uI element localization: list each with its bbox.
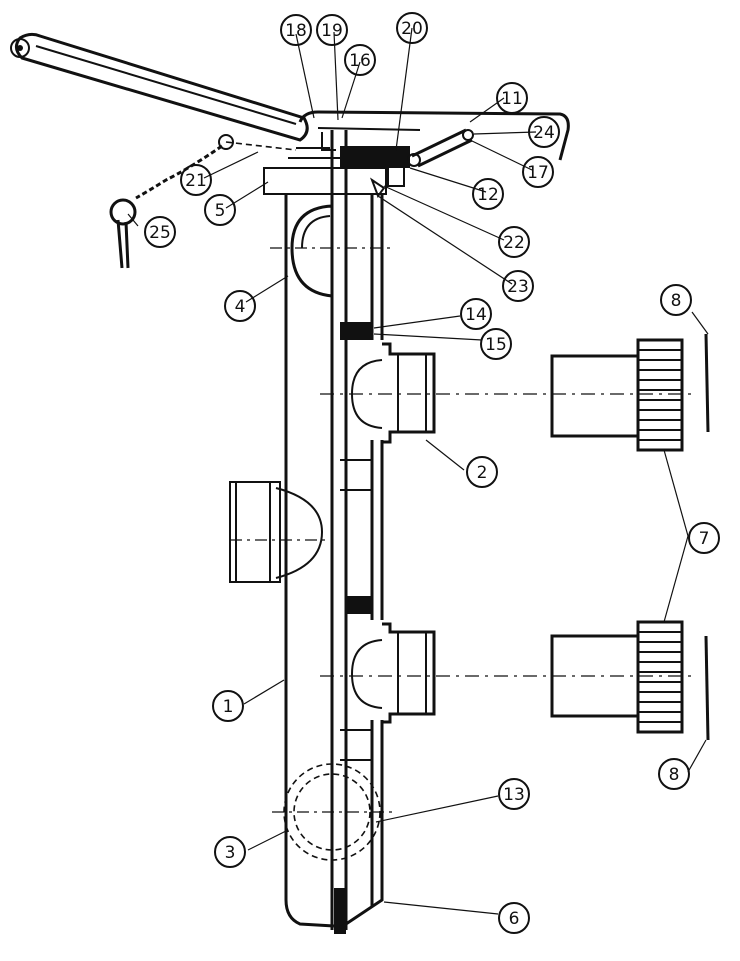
pin-ring [109, 198, 137, 226]
callout-6: 6 [498, 902, 530, 934]
callout-label-25: 25 [149, 223, 171, 243]
callout-25: 25 [144, 216, 176, 248]
right-wall [339, 194, 384, 930]
top-cover [298, 110, 570, 161]
callout-17: 17 [522, 156, 554, 188]
callout-8-top: 8 [660, 284, 692, 316]
lower-port [272, 763, 392, 861]
callout-11: 11 [496, 82, 528, 114]
callout-label-19: 19 [321, 21, 343, 41]
callout-16: 16 [344, 44, 376, 76]
callout-label-8-bottom: 8 [669, 765, 680, 785]
callout-7: 7 [688, 522, 720, 554]
lever-handle [10, 32, 309, 142]
callout-1: 1 [212, 690, 244, 722]
callout-label-1: 1 [223, 697, 234, 717]
callout-label-3: 3 [225, 843, 236, 863]
callout-label-5: 5 [215, 201, 226, 221]
washers [704, 333, 710, 741]
central-shaft [330, 130, 348, 934]
callout-19: 19 [316, 14, 348, 46]
callout-label-21: 21 [185, 171, 207, 191]
callout-label-20: 20 [401, 19, 423, 39]
gear-block [340, 146, 410, 168]
collar-part-5 [263, 167, 387, 195]
callout-5: 5 [204, 194, 236, 226]
outlet-lower [320, 622, 694, 724]
callout-12: 12 [472, 178, 504, 210]
callout-label-6: 6 [509, 909, 520, 929]
callout-label-7: 7 [699, 529, 710, 549]
callout-2: 2 [466, 456, 498, 488]
callout-label-13: 13 [503, 785, 525, 805]
main-body [229, 194, 335, 928]
callout-label-4: 4 [235, 297, 246, 317]
callout-18: 18 [280, 14, 312, 46]
callout-label-22: 22 [503, 233, 525, 253]
leader-lines [127, 27, 709, 915]
callout-label-14: 14 [465, 305, 487, 325]
handle-pivot-eye [10, 38, 30, 58]
upper-mechanism [263, 128, 474, 199]
callout-13: 13 [498, 778, 530, 810]
callout-label-12: 12 [477, 185, 499, 205]
callout-20: 20 [396, 12, 428, 44]
callout-3: 3 [214, 836, 246, 868]
callout-22: 22 [498, 226, 530, 258]
nut-lower [550, 620, 684, 734]
outlet-upper [320, 342, 694, 444]
callout-label-11: 11 [501, 89, 523, 109]
callout-label-16: 16 [349, 51, 371, 71]
callout-label-15: 15 [485, 335, 507, 355]
callout-label-8-top: 8 [671, 291, 682, 311]
callout-21: 21 [180, 164, 212, 196]
callout-15: 15 [480, 328, 512, 360]
callout-24: 24 [528, 116, 560, 148]
callout-8-bottom: 8 [658, 758, 690, 790]
callout-23: 23 [502, 270, 534, 302]
callout-label-23: 23 [507, 277, 529, 297]
callout-14: 14 [460, 298, 492, 330]
nut-upper [550, 338, 684, 452]
callout-4: 4 [224, 290, 256, 322]
callout-label-17: 17 [527, 163, 549, 183]
callout-label-18: 18 [285, 21, 307, 41]
chain-and-pin [109, 134, 297, 269]
callout-label-2: 2 [477, 463, 488, 483]
upper-port-part-4 [270, 204, 390, 298]
callout-label-24: 24 [533, 123, 555, 143]
left-boss [229, 481, 281, 583]
